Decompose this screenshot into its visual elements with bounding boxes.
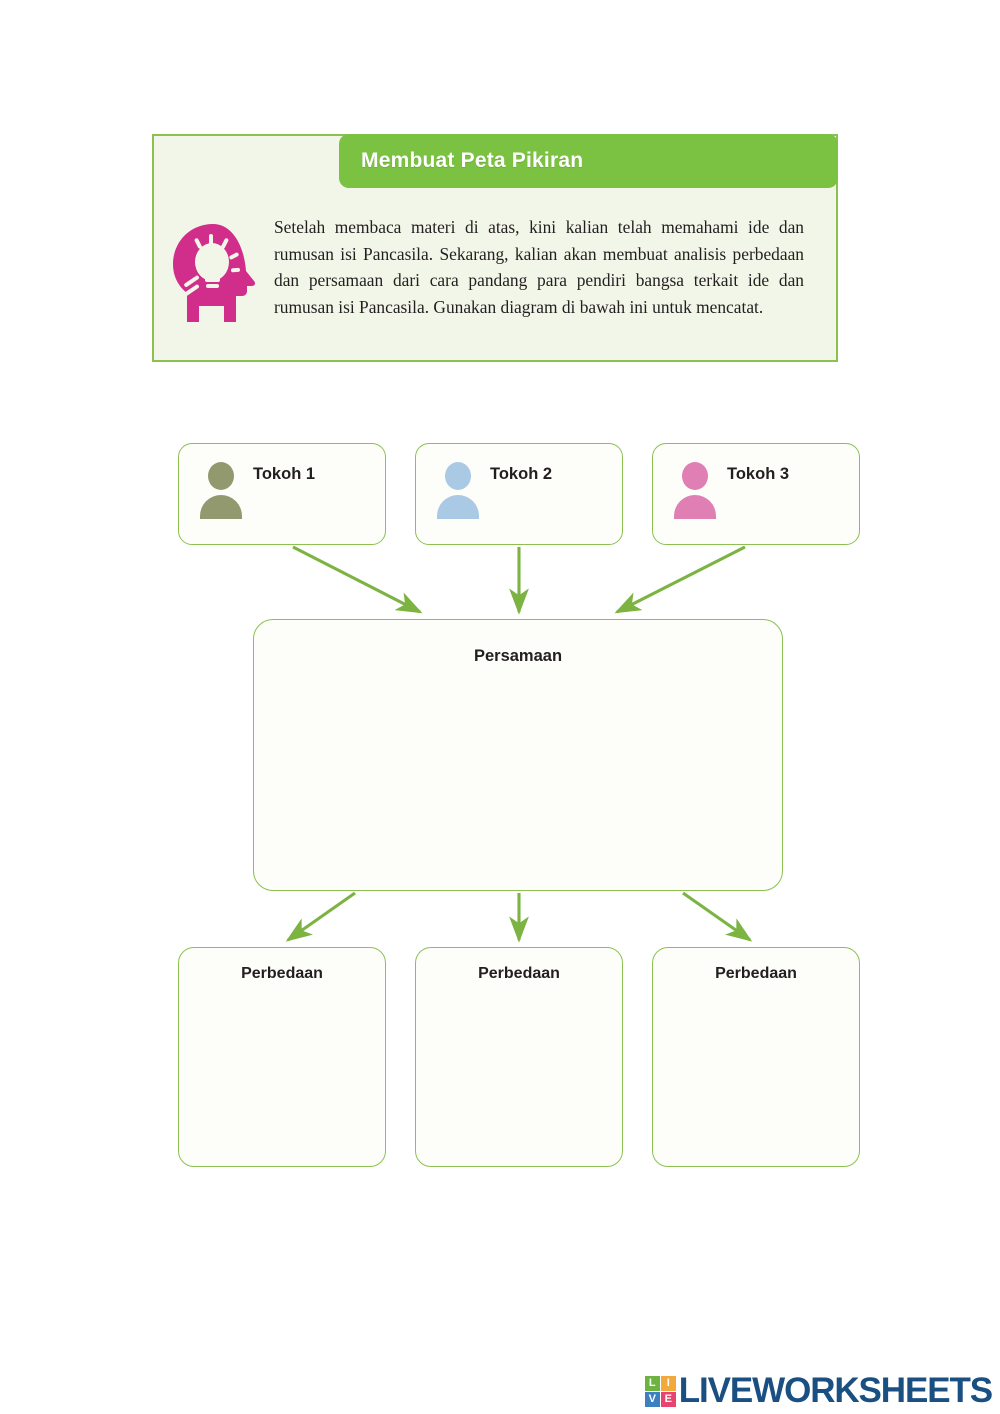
arrow-persamaan-to-perbedaan3 bbox=[682, 891, 753, 942]
perbedaan-box-1[interactable]: Perbedaan bbox=[178, 947, 386, 1167]
perbedaan-box-2[interactable]: Perbedaan bbox=[415, 947, 623, 1167]
lw-letter-e: E bbox=[660, 1391, 676, 1407]
liveworksheets-mark-icon: L I V E bbox=[644, 1375, 676, 1407]
perbedaan-label-2: Perbedaan bbox=[478, 965, 560, 982]
tokoh-label-3: Tokoh 3 bbox=[727, 465, 790, 483]
instruction-panel: Membuat Peta Pikiran bbox=[152, 134, 838, 362]
head-lightbulb-icon bbox=[154, 192, 274, 326]
person-icon bbox=[197, 462, 245, 519]
arrow-persamaan-to-perbedaan1 bbox=[285, 891, 356, 942]
perbedaan-box-3[interactable]: Perbedaan bbox=[652, 947, 860, 1167]
lw-letter-i: I bbox=[660, 1375, 676, 1391]
tokoh-box-3[interactable]: Tokoh 3 bbox=[652, 443, 860, 545]
persamaan-label: Persamaan bbox=[473, 647, 563, 665]
instruction-text: Setelah membaca materi di atas, kini kal… bbox=[274, 217, 804, 317]
perbedaan-label-1: Perbedaan bbox=[241, 965, 323, 982]
tokoh-box-1[interactable]: Tokoh 1 bbox=[178, 443, 386, 545]
liveworksheets-wordmark: LIVEWORKSHEETS bbox=[678, 1371, 993, 1410]
person-icon bbox=[671, 462, 719, 519]
instruction-body: Setelah membaca materi di atas, kini kal… bbox=[154, 192, 836, 360]
liveworksheets-logo[interactable]: L I V E LIVEWORKSHEETS bbox=[644, 1371, 993, 1411]
persamaan-box[interactable]: Persamaan bbox=[253, 619, 783, 891]
lw-letter-l: L bbox=[644, 1375, 660, 1391]
tokoh-box-2[interactable]: Tokoh 2 bbox=[415, 443, 623, 545]
page-title: Membuat Peta Pikiran bbox=[361, 149, 584, 172]
tokoh-label-1: Tokoh 1 bbox=[253, 465, 316, 483]
arrow-tokoh1-to-persamaan bbox=[292, 545, 423, 614]
lw-letter-v: V bbox=[644, 1391, 660, 1407]
tokoh-label-2: Tokoh 2 bbox=[490, 465, 553, 483]
person-icon bbox=[434, 462, 482, 519]
perbedaan-label-3: Perbedaan bbox=[715, 965, 797, 982]
instruction-header: Membuat Peta Pikiran bbox=[339, 134, 838, 188]
arrow-tokoh3-to-persamaan bbox=[614, 545, 746, 614]
